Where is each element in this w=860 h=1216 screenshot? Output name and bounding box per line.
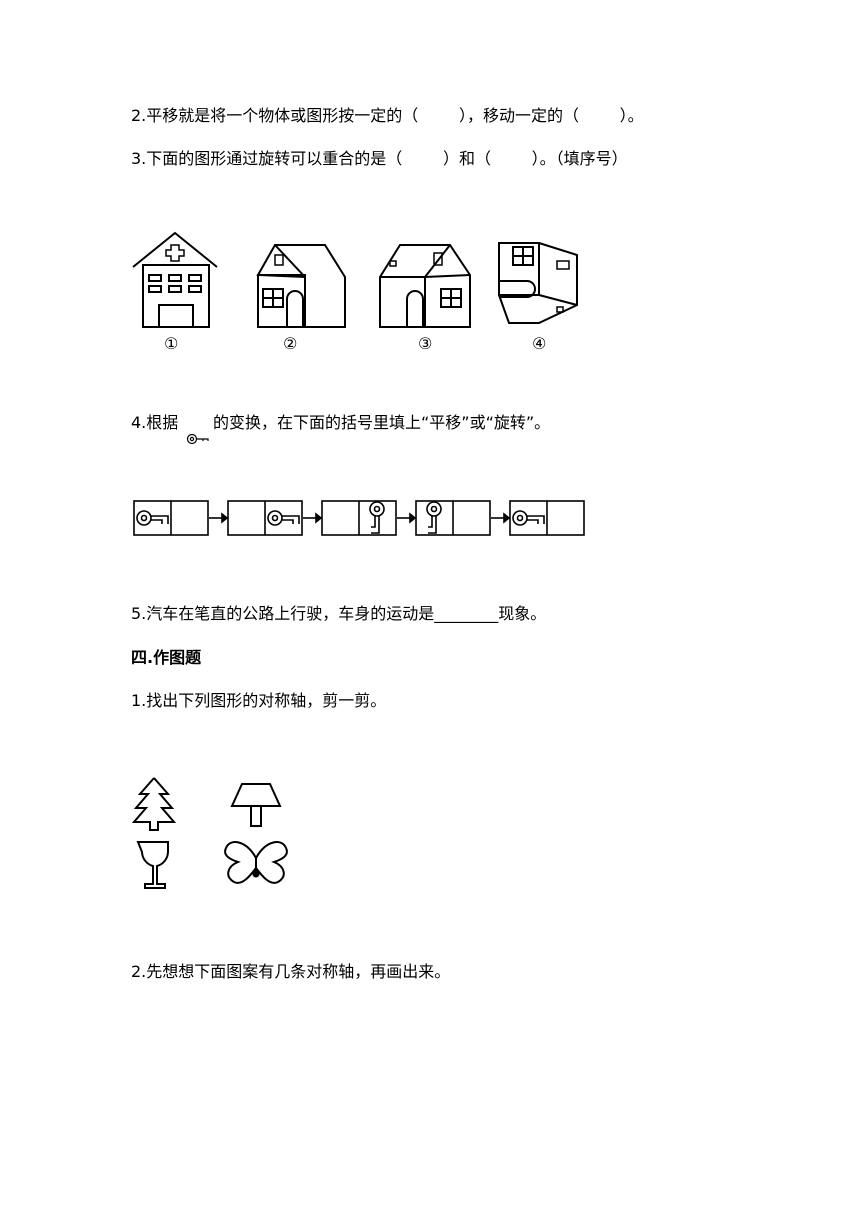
key-transform-sequence xyxy=(133,500,585,536)
house-label-3: ③ xyxy=(418,334,433,353)
house-label-1: ① xyxy=(164,334,179,353)
tree-shape xyxy=(131,777,177,831)
section-4-question-1: 1.找出下列图形的对称轴，剪一剪。 xyxy=(131,691,387,710)
house-1 xyxy=(132,231,218,328)
symmetry-shapes-figure xyxy=(131,777,288,889)
section-4-title: 四.作图题 xyxy=(131,648,202,667)
section-4-question-2: 2.先想想下面图案有几条对称轴，再画出来。 xyxy=(131,962,451,981)
lamp-shape xyxy=(230,783,282,807)
question-4-prefix: 4.根据 xyxy=(131,413,179,432)
house-3 xyxy=(379,244,471,328)
question-5-text: 5.汽车在笔直的公路上行驶，车身的运动是________现象。 xyxy=(131,604,547,623)
question-2-text: 2.平移就是将一个物体或图形按一定的（ ），移动一定的（ ）。 xyxy=(131,106,644,125)
houses-figure xyxy=(132,231,578,328)
house-2 xyxy=(256,244,346,328)
goblet-shape xyxy=(136,841,169,889)
house-4 xyxy=(498,242,578,324)
question-3-text: 3.下面的图形通过旋转可以重合的是（ ）和（ ）。（填序号） xyxy=(131,149,628,168)
key-icon xyxy=(186,433,209,445)
house-label-4: ④ xyxy=(532,334,547,353)
question-4-suffix: 的变换，在下面的括号里填上“平移”或“旋转”。 xyxy=(213,413,551,432)
house-label-2: ② xyxy=(283,334,298,353)
